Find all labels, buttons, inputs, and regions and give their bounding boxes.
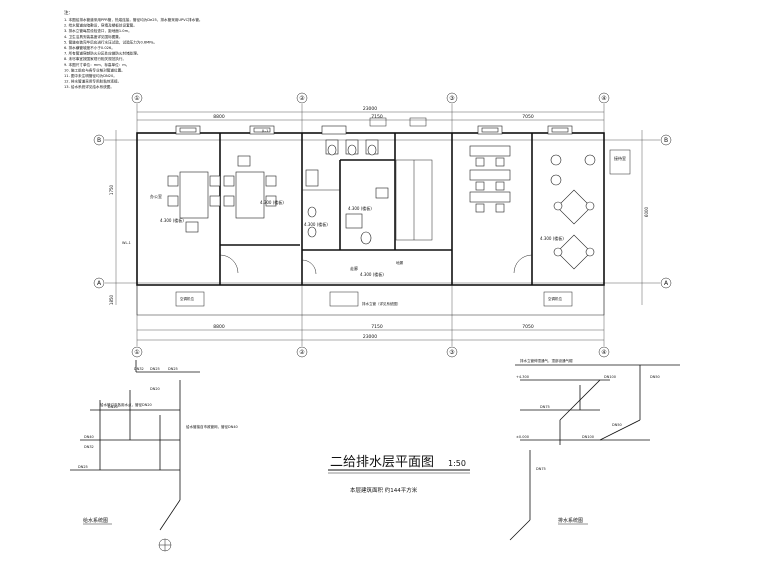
note-line: 13. 给水系统详见给水系统图。: [64, 84, 114, 89]
drain-pipe-1: DN100: [604, 375, 616, 379]
drain-system-diagram: 排水立管伸顶通气，顶部设通气帽 +4.300 ±0.000 DN100 DN75…: [509, 358, 680, 541]
window-right: 空调机位: [548, 296, 562, 301]
drain-pipe-3: DN50: [612, 423, 622, 427]
note-line: 9. 本图尺寸单位：mm，标高单位：m。: [64, 62, 129, 67]
general-notes: 注： 1. 本图给排水管道采用PPR管，热熔连接，管径均为De25，排水管采用U…: [64, 9, 203, 89]
supply-pipe-5: DN40: [84, 435, 94, 439]
drain-pipe-4: DN100: [582, 435, 594, 439]
axis-bubble-3: [446, 92, 458, 104]
supply-pipe-7: DN25: [78, 465, 88, 469]
dim-bottom-1: 8800: [213, 324, 225, 330]
note-line: 12. 排水管道采用专用胶粘剂连接。: [64, 79, 121, 84]
corridor-elev: 4.300 (楼板): [360, 271, 384, 277]
notes-lines: 1. 本图给排水管道采用PPR管，热熔连接，管径均为De25，排水管采用UPVC…: [64, 17, 203, 89]
ac-units-top: [175, 117, 573, 135]
area-note: 本层建筑面积 约144平方米: [350, 486, 418, 494]
riser-label-jl: JL-1: [261, 129, 268, 133]
drain-pipe-5: DN50: [650, 375, 660, 379]
dim-bottom-3: 7050: [522, 324, 534, 330]
note-line: 6. 排水横管坡度不小于0.026。: [64, 45, 115, 50]
dim-bottom-total: 23000: [363, 334, 377, 340]
axis-label-bottom-1: ①: [134, 349, 139, 356]
axis-label-2: ②: [299, 95, 305, 102]
reception-furniture: 接待室: [550, 149, 631, 270]
axis-row-b-left: B: [97, 137, 101, 144]
drain-elev-top: +4.300: [516, 375, 529, 379]
dim-top-2: 7150: [371, 114, 383, 120]
drawing-title: 二给排水层平面图: [330, 455, 434, 470]
axis-label-bottom-3: ③: [449, 349, 454, 356]
drawing-scale: 1:50: [448, 459, 466, 468]
axis-rows: B A B A: [93, 134, 672, 289]
supply-pipe-8: DN20: [150, 387, 160, 391]
office-left-label: 办公室: [150, 193, 162, 199]
dim-side-1: 1750: [109, 184, 114, 195]
note-line: 5. 管道安装完毕后应进行水压试验，试验压力为0.6MPa。: [64, 39, 157, 44]
axis-row-a-right: A: [664, 280, 669, 287]
reception-label: 接待室: [614, 155, 626, 161]
supply-note-2: 给水管接自市政管网，管径DN40: [186, 424, 238, 429]
supply-note-1: 给水管引至各用水点，管径DN20: [100, 402, 152, 407]
dimensions: 23000 8800 7150 7050 8800 7150 7050 2300…: [109, 106, 649, 341]
drain-elev-bottom: ±0.000: [516, 435, 529, 439]
axis-bottom: ① ② ③ ④: [131, 320, 610, 358]
supply-pipe-6: DN32: [84, 445, 94, 449]
note-line: 10. 施工前应与各专业核对管道位置。: [64, 67, 125, 72]
floor-drain-note: 地漏: [396, 260, 404, 265]
drain-note: 排水立管（详见系统图）: [362, 301, 401, 306]
note-line: 8. 未尽事宜按国家现行相关规范执行。: [64, 56, 126, 61]
dim-top-1: 8800: [213, 114, 225, 120]
office-left-elev-2: 4.300 (楼板): [260, 199, 284, 205]
axis-bubble-1: [131, 92, 143, 104]
dim-side-3: 1850: [109, 294, 114, 305]
axis-label-bottom-2: ②: [299, 349, 305, 356]
lower-strip: [136, 284, 605, 316]
corridor-label: 走廊: [350, 265, 358, 271]
note-line: 3. 排水立管每层设检查口，距地面1.0m。: [64, 28, 132, 33]
supply-pipe-2: DN25: [150, 367, 160, 371]
supply-pipe-1: DN32: [134, 367, 144, 371]
office-right-elev: 4.300 (楼板): [540, 235, 564, 241]
drain-note-1: 排水立管伸顶通气，顶部设通气帽: [520, 358, 573, 363]
note-line: 4. 卫生洁具安装高度详见国标图集。: [64, 34, 122, 39]
toilet-elev: 4.300 (楼板): [304, 221, 328, 227]
right-office-furniture: 4.300 (楼板): [469, 145, 564, 241]
drain-caption: 排水系统图: [558, 517, 583, 524]
dim-top-3: 7050: [522, 114, 534, 120]
dim-bottom-2: 7150: [371, 324, 383, 330]
title-block: 二给排水层平面图 1:50 本层建筑面积 约144平方米: [328, 455, 470, 494]
left-office-furniture: 办公室 4.300 (楼板) 4.300 (楼板): [150, 155, 284, 233]
note-line: 1. 本图给排水管道采用PPR管，热熔连接，管径均为De25，排水管采用UPVC…: [64, 17, 203, 22]
drain-pipe-6: DN75: [536, 467, 546, 471]
supply-caption: 给水系统图: [83, 517, 108, 524]
office-left-elev: 4.300 (楼板): [160, 217, 184, 223]
axis-label-4: ④: [601, 95, 606, 102]
note-line: 7. 所有管道穿越防火分区处应做防火封堵处理。: [64, 51, 140, 56]
floor-plan: [136, 132, 605, 316]
axis-row-a-left: A: [97, 280, 102, 287]
dim-top-total: 23000: [363, 106, 377, 112]
notes-header: 注：: [64, 9, 73, 16]
note-line: 11. 图中未注明管径均为DN20。: [64, 73, 117, 78]
window-left: 空调机位: [180, 296, 194, 301]
axis-bubble-2: [296, 92, 308, 104]
supply-pipe-4: DN20: [108, 405, 118, 409]
axis-label-bottom-4: ④: [601, 349, 606, 356]
supply-system-diagram: DN32 DN25 DN25 DN20 DN40 DN32 DN25 DN20 …: [70, 360, 238, 552]
axis-bubble-4: [598, 92, 610, 104]
wash-elev: 4.300 (楼板): [348, 205, 372, 211]
lower-strip-details: 空调机位 空调机位 走廊 4.300 (楼板) 排水立管（详见系统图） 地漏 J…: [122, 129, 573, 307]
axis-label-1: ①: [134, 95, 139, 102]
drain-pipe-2: DN75: [540, 405, 550, 409]
note-line: 2. 给水管道应暗敷设，穿墙及楼板处设套管。: [64, 23, 137, 28]
riser-label-wl: WL-1: [122, 241, 131, 245]
dim-side-2: 6000: [644, 206, 649, 217]
axis-label-3: ③: [449, 95, 454, 102]
axis-row-b-right: B: [664, 137, 668, 144]
toilet-fixtures: 4.300 (楼板) 4.300 (楼板): [304, 139, 389, 245]
stair: [395, 159, 433, 241]
supply-pipe-3: DN25: [168, 367, 178, 371]
